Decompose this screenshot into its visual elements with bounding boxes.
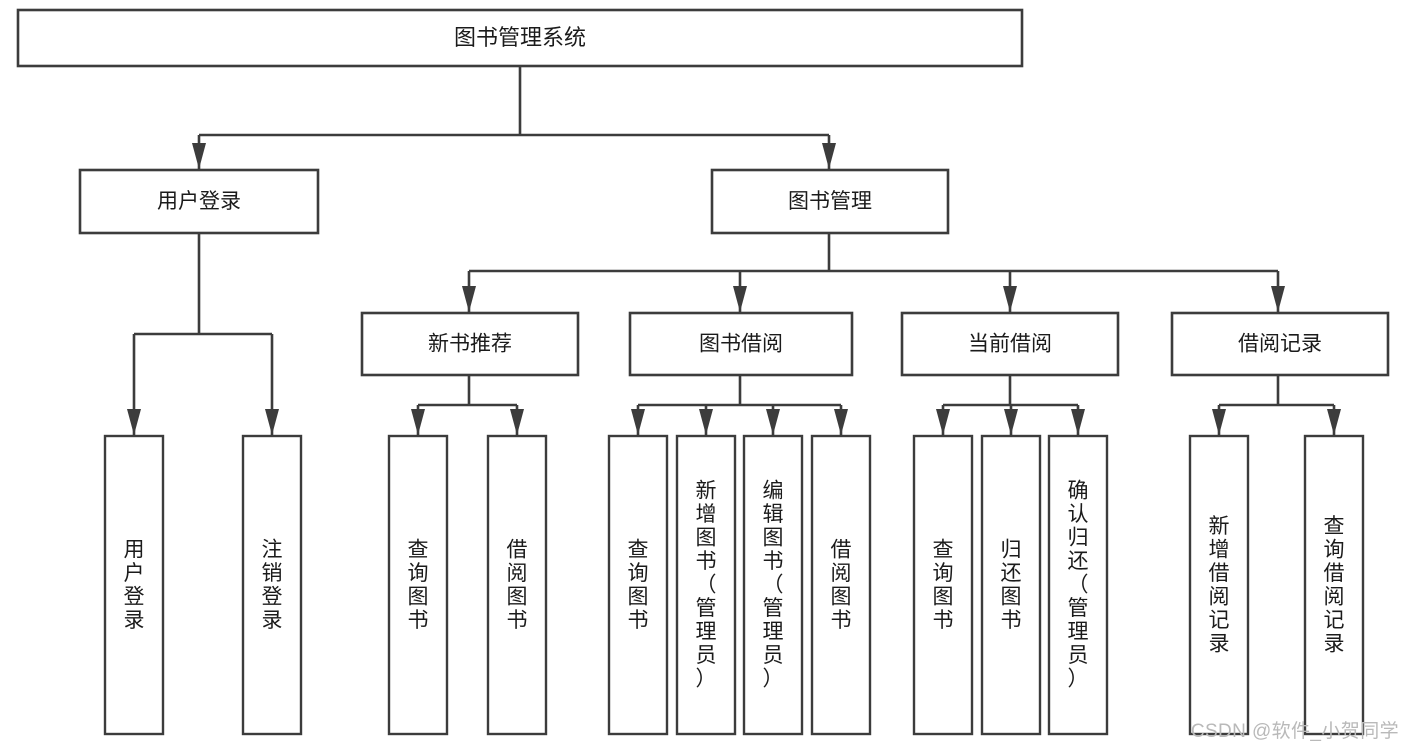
- node-leaf-query-record[interactable]: 查询借阅记录: [1303, 434, 1365, 736]
- node-leaf-edit-book[interactable]: 编辑图书（管理员）: [742, 434, 804, 736]
- node-book-management[interactable]: 图书管理: [710, 168, 950, 235]
- node-leaf-borrow-book-rec[interactable]: 借阅图书: [486, 434, 548, 736]
- node-label: 借阅记录: [1238, 333, 1322, 356]
- node-label: 用户登录: [157, 190, 241, 213]
- arrow-head-icon: [127, 409, 141, 435]
- arrow-head-icon: [462, 286, 476, 312]
- node-label: 当前借阅: [968, 333, 1052, 356]
- node-box[interactable]: [810, 434, 872, 736]
- node-box[interactable]: [912, 434, 974, 736]
- node-box[interactable]: [360, 311, 580, 377]
- arrow-head-icon: [1271, 286, 1285, 312]
- node-book-borrow[interactable]: 图书借阅: [628, 311, 854, 377]
- node-label: 用户登录: [124, 538, 145, 632]
- node-box[interactable]: [607, 434, 669, 736]
- node-user-login[interactable]: 用户登录: [78, 168, 320, 235]
- arrow-head-icon: [834, 409, 848, 435]
- node-label: 新书推荐: [428, 333, 512, 356]
- node-leaf-user-login[interactable]: 用户登录: [103, 434, 165, 736]
- node-label: 查询图书: [628, 538, 649, 632]
- node-leaf-query-book-current[interactable]: 查询图书: [912, 434, 974, 736]
- node-leaf-add-book[interactable]: 新增图书（管理员）: [675, 434, 737, 736]
- node-layer: 图书管理系统用户登录图书管理新书推荐图书借阅当前借阅借阅记录用户登录注销登录查询…: [16, 8, 1390, 736]
- node-label: 借阅图书: [507, 538, 528, 632]
- node-box[interactable]: [1047, 434, 1109, 736]
- node-box[interactable]: [980, 434, 1042, 736]
- node-leaf-logout[interactable]: 注销登录: [241, 434, 303, 736]
- node-borrow-record[interactable]: 借阅记录: [1170, 311, 1390, 377]
- node-box[interactable]: [387, 434, 449, 736]
- node-box[interactable]: [486, 434, 548, 736]
- arrow-head-icon: [766, 409, 780, 435]
- node-box[interactable]: [1303, 434, 1365, 736]
- connector-layer: [127, 66, 1341, 435]
- arrow-head-icon: [1004, 409, 1018, 435]
- node-label: 借阅图书: [831, 538, 852, 632]
- node-label: 确认归还（管理员）: [1068, 480, 1089, 691]
- arrow-head-icon: [1327, 409, 1341, 435]
- node-label: 新增图书（管理员）: [696, 480, 717, 691]
- arrow-head-icon: [936, 409, 950, 435]
- node-label: 查询借阅记录: [1324, 515, 1345, 656]
- arrow-head-icon: [1212, 409, 1226, 435]
- node-leaf-add-record[interactable]: 新增借阅记录: [1188, 434, 1250, 736]
- node-label: 图书借阅: [699, 333, 783, 356]
- node-box[interactable]: [710, 168, 950, 235]
- node-box[interactable]: [78, 168, 320, 235]
- node-box[interactable]: [1170, 311, 1390, 377]
- node-leaf-confirm-return[interactable]: 确认归还（管理员）: [1047, 434, 1109, 736]
- arrow-head-icon: [822, 143, 836, 169]
- node-current-borrow[interactable]: 当前借阅: [900, 311, 1120, 377]
- node-label: 查询图书: [933, 538, 954, 632]
- node-box[interactable]: [742, 434, 804, 736]
- arrow-head-icon: [192, 143, 206, 169]
- node-leaf-borrow-book[interactable]: 借阅图书: [810, 434, 872, 736]
- node-box[interactable]: [241, 434, 303, 736]
- node-label: 新增借阅记录: [1209, 515, 1230, 656]
- arrow-head-icon: [1003, 286, 1017, 312]
- node-box[interactable]: [628, 311, 854, 377]
- arrow-head-icon: [510, 409, 524, 435]
- node-label: 归还图书: [1001, 538, 1022, 632]
- node-root[interactable]: 图书管理系统: [16, 8, 1024, 68]
- node-label: 编辑图书（管理员）: [763, 480, 784, 691]
- node-label: 图书管理系统: [454, 25, 586, 50]
- arrow-head-icon: [733, 286, 747, 312]
- arrow-head-icon: [699, 409, 713, 435]
- arrow-head-icon: [631, 409, 645, 435]
- arrow-head-icon: [265, 409, 279, 435]
- node-leaf-return-book[interactable]: 归还图书: [980, 434, 1042, 736]
- node-label: 查询图书: [408, 538, 429, 632]
- arrow-head-icon: [411, 409, 425, 435]
- node-box[interactable]: [1188, 434, 1250, 736]
- node-box[interactable]: [16, 8, 1024, 68]
- node-leaf-query-book-borrow[interactable]: 查询图书: [607, 434, 669, 736]
- node-label: 图书管理: [788, 190, 872, 213]
- node-box[interactable]: [103, 434, 165, 736]
- arrow-head-icon: [1071, 409, 1085, 435]
- node-new-book-recommend[interactable]: 新书推荐: [360, 311, 580, 377]
- node-box[interactable]: [900, 311, 1120, 377]
- node-box[interactable]: [675, 434, 737, 736]
- node-leaf-query-book-rec[interactable]: 查询图书: [387, 434, 449, 736]
- node-label: 注销登录: [262, 538, 283, 632]
